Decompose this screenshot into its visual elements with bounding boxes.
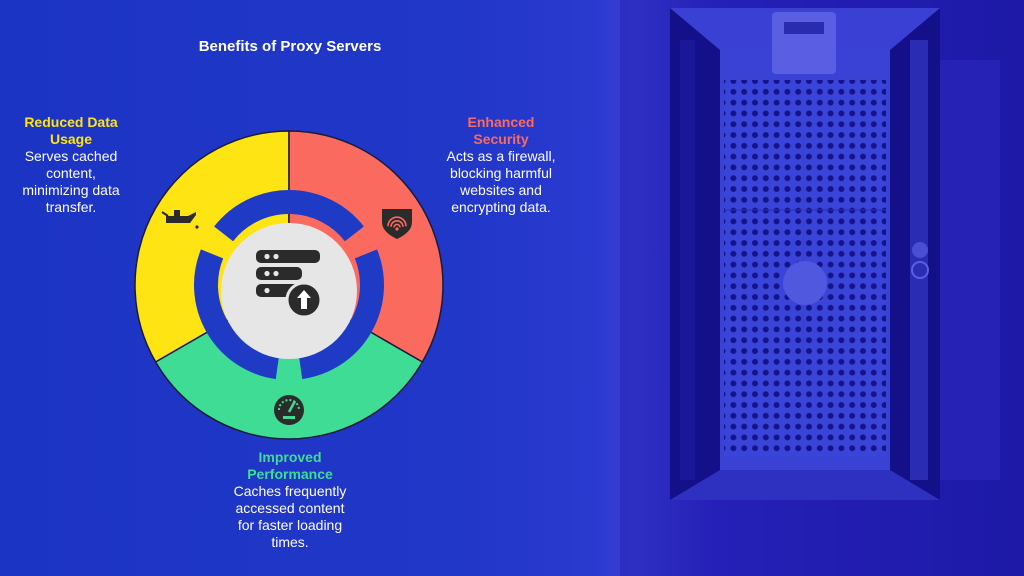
server-upload-icon	[256, 250, 320, 263]
heading-line: Reduced Data	[24, 114, 118, 130]
oil-can-icon	[161, 211, 169, 217]
wifi-dot-icon	[395, 227, 399, 231]
body-line: Acts as a firewall,	[446, 148, 556, 164]
heading-line: Enhanced	[467, 114, 535, 130]
heading-line: Security	[473, 131, 529, 147]
diagram-title: Benefits of Proxy Servers	[198, 38, 382, 55]
server-illustration	[620, 0, 1024, 576]
heading-line: Performance	[247, 466, 333, 482]
body-line: Caches frequently	[233, 483, 347, 499]
server-led	[264, 270, 270, 277]
benefits-wheel	[134, 130, 444, 440]
wifi-arc-icon	[393, 223, 401, 228]
server-led	[273, 270, 279, 277]
body-line: accessed content	[235, 500, 345, 516]
wifi-arc-icon	[390, 220, 404, 227]
server-led	[273, 253, 279, 260]
wifi-arc-icon	[387, 216, 407, 227]
body-line: blocking harmful	[450, 165, 552, 181]
server-upload-icon	[256, 267, 302, 280]
body-line: content,	[46, 165, 96, 181]
body-line: transfer.	[45, 199, 97, 215]
heading-line: Usage	[49, 131, 93, 147]
reduced-data-usage-text: Reduced Data Usage Serves cached content…	[0, 114, 142, 216]
server-led	[264, 287, 270, 294]
server-photo	[620, 0, 1024, 576]
oil-drop-icon	[195, 225, 199, 229]
enhanced-security-text: Enhanced Security Acts as a firewall, bl…	[430, 114, 572, 216]
body-line: Serves cached	[24, 148, 118, 164]
arrow-up-icon	[297, 290, 311, 309]
body-line: minimizing data	[22, 182, 120, 198]
oil-can-icon	[174, 210, 180, 216]
body-line: for faster loading	[237, 517, 343, 533]
heading-line: Improved	[258, 449, 322, 465]
speedometer-needle	[287, 400, 297, 413]
body-line: encrypting data.	[451, 199, 551, 215]
speedometer-base	[283, 416, 295, 419]
server-led	[264, 253, 270, 260]
inner-ring-arc	[298, 249, 384, 380]
oil-can-icon	[166, 212, 196, 223]
body-line: times.	[271, 534, 309, 550]
inner-ring-arc	[214, 190, 364, 242]
inner-ring-arc	[194, 249, 280, 380]
improved-performance-text: Improved Performance Caches frequently a…	[200, 449, 380, 551]
body-line: websites and	[460, 182, 542, 198]
